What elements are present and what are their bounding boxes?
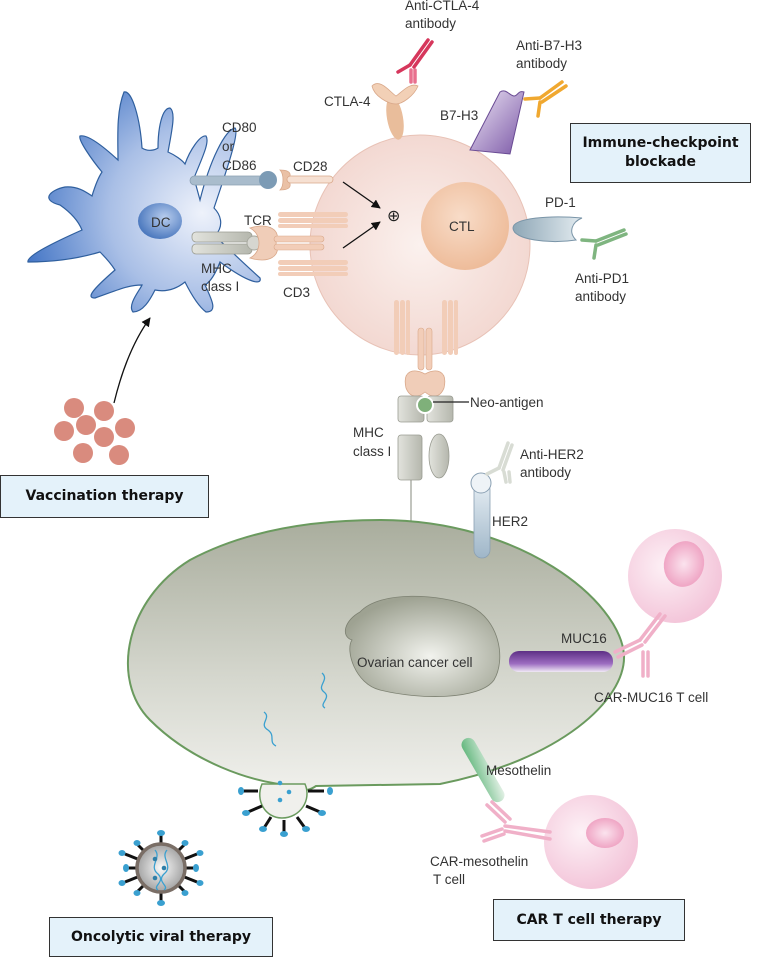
immune-checkpoint-blockade-box: Immune-checkpoint blockade	[570, 123, 751, 183]
car-t-cell-therapy-box: CAR T cell therapy	[493, 899, 685, 941]
her2-receptor	[470, 472, 492, 559]
vaccination-therapy-box: Vaccination therapy	[0, 475, 209, 518]
mesothelin-label: Mesothelin	[486, 763, 551, 778]
mhc-top-class-label: class I	[201, 279, 239, 294]
neo-antigen	[416, 396, 469, 414]
ctla4-receptor	[371, 83, 419, 140]
vaccine-particles	[54, 398, 135, 465]
immune-checkpoint-box-line: blockade	[624, 154, 696, 170]
car-mesothelin-tcell-label: T cell	[433, 872, 465, 887]
anti-ctla4-label: Anti-CTLA-4	[405, 0, 480, 13]
viral-rna-strand	[263, 711, 277, 747]
muc16-label: MUC16	[561, 631, 607, 646]
anti-her2-label: Anti-HER2	[520, 447, 584, 462]
ctl-cell: CTL	[309, 134, 531, 356]
mhc-tcr-complex-top	[191, 212, 348, 276]
cd28-receptor	[279, 169, 334, 191]
cd86-label: CD86	[222, 158, 257, 173]
anti-pd1-antibody	[580, 228, 628, 260]
anti-b7h3-label: Anti-B7-H3	[516, 38, 582, 53]
mhc-top-label: MHC	[201, 261, 232, 276]
b7h3-receptor	[469, 90, 525, 155]
dc-nucleus	[138, 203, 182, 239]
tcr-label: TCR	[244, 213, 272, 228]
car-mesothelin-label: CAR-mesothelin	[430, 854, 528, 869]
ovarian-cell-label: Ovarian cancer cell	[357, 655, 473, 670]
anti-her2-antibody-label: antibody	[520, 465, 571, 480]
vaccination-arrow	[113, 317, 151, 404]
neo-antigen-label: Neo-antigen	[470, 395, 544, 410]
dendritic-cell: DC	[27, 91, 261, 313]
car-mesothelin-t-cell	[480, 795, 638, 889]
cd3-label: CD3	[283, 285, 310, 300]
ctla4-label: CTLA-4	[324, 94, 371, 109]
oncolytic-viral-therapy-box: Oncolytic viral therapy	[49, 917, 273, 957]
anti-ctla4-antibody-label: antibody	[405, 16, 456, 31]
cd28-label: CD28	[293, 159, 328, 174]
cd80-label: CD80	[222, 120, 257, 135]
anti-pd1-antibody-label: antibody	[575, 289, 626, 304]
costim-plus-icon: ⊕	[387, 206, 400, 225]
car-muc16-label: CAR-MUC16 T cell	[594, 690, 708, 705]
pd1-receptor	[512, 216, 583, 242]
costim-arrow-upper	[342, 181, 381, 209]
cd3-lower	[278, 260, 348, 276]
pd1-label: PD-1	[545, 195, 576, 210]
ovarian-cancer-cell: Ovarian cancer cell	[127, 518, 626, 791]
oncolytic-virus	[118, 830, 204, 906]
ctl-label: CTL	[449, 219, 475, 234]
her2-label: HER2	[492, 514, 528, 529]
cd80-or-label: or	[222, 139, 235, 154]
cd3-upper	[278, 212, 348, 228]
dc-label: DC	[151, 215, 171, 230]
muc16-antigen	[509, 651, 613, 672]
b7h3-label: B7-H3	[440, 108, 478, 123]
cd80-cd86-receptor	[189, 171, 277, 189]
viral-rna-strand	[320, 672, 328, 709]
anti-ctla4-antibody	[396, 38, 434, 84]
anti-pd1-label: Anti-PD1	[575, 271, 629, 286]
costim-arrow-lower	[342, 221, 381, 249]
car-muc16-t-cell	[613, 529, 722, 678]
mesothelin-antigen	[461, 737, 505, 803]
anti-b7h3-antibody	[523, 80, 568, 118]
anti-b7h3-antibody-label: antibody	[516, 56, 567, 71]
anti-her2-antibody	[485, 441, 514, 484]
immune-checkpoint-box-line: Immune-checkpoint	[582, 135, 739, 152]
budding-virus	[238, 780, 333, 837]
mhc-bottom-label: MHC	[353, 425, 384, 440]
ctl-nucleus	[421, 182, 509, 270]
mhc-bottom-class-label: class I	[353, 444, 391, 459]
